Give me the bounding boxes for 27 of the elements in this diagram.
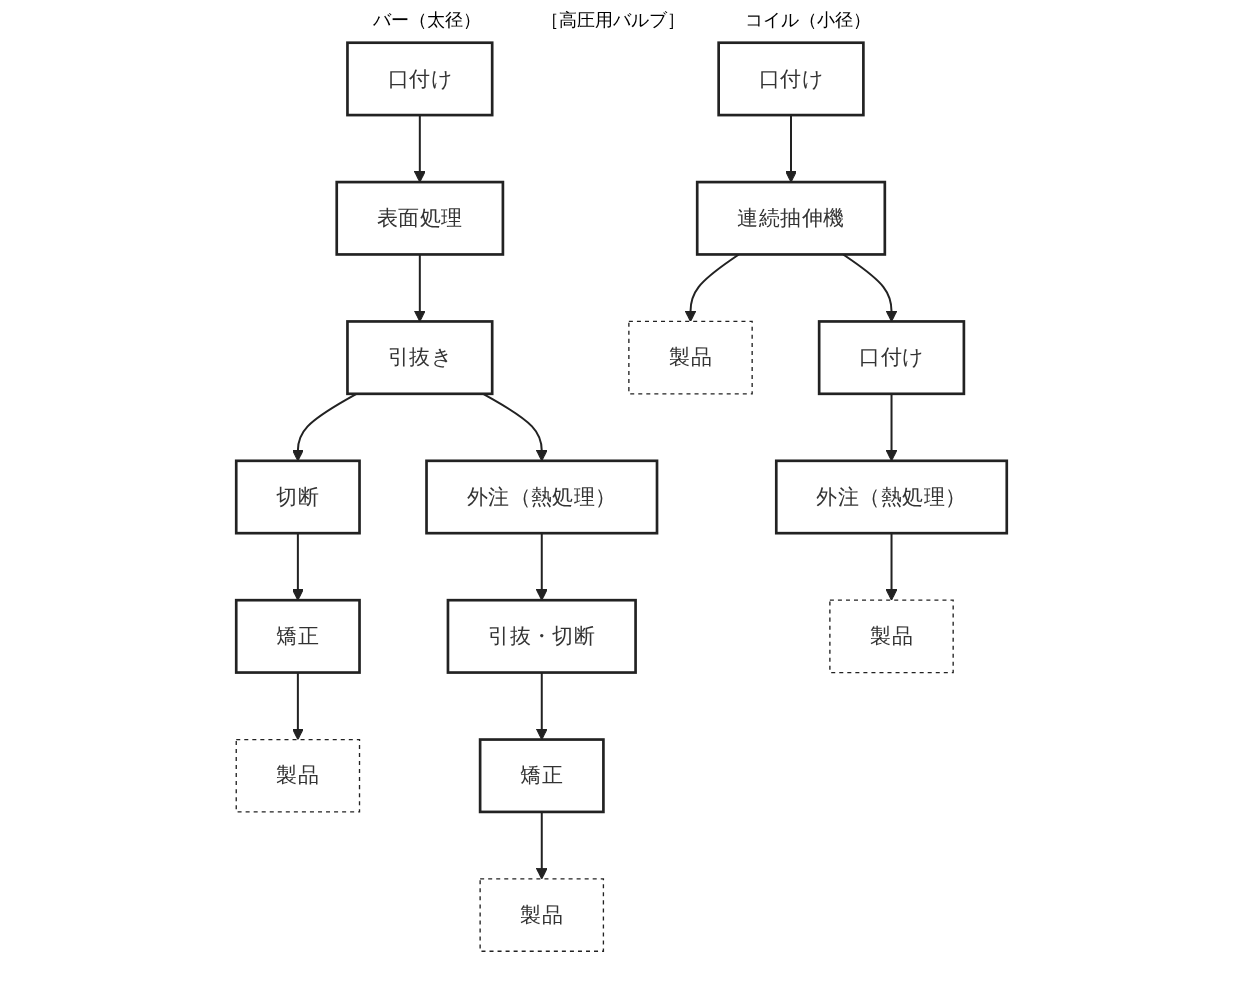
column-heading: コイル（小径）	[744, 8, 871, 32]
node-box: 矯正	[478, 738, 605, 814]
node-box: 外注（熱処理）	[425, 459, 659, 535]
node-box: 引抜き	[346, 320, 494, 396]
arrow	[885, 533, 898, 601]
node-box: 製品	[628, 320, 753, 395]
node-box: 製品	[235, 738, 361, 813]
arrow	[785, 115, 797, 183]
arrow	[535, 533, 548, 601]
node-box: 製品	[829, 599, 954, 674]
node-box: 口付け	[817, 320, 966, 396]
node-box: 外注（熱処理）	[774, 459, 1009, 535]
node-box: 口付け	[346, 41, 494, 117]
arrow	[292, 533, 304, 601]
node-box: 口付け	[717, 41, 865, 117]
node-box: 製品	[479, 878, 605, 952]
arrow	[413, 115, 426, 183]
node-box: 引抜・切断	[446, 598, 637, 674]
node-box: 矯正	[234, 598, 361, 674]
column-heading: ［高圧用バルブ］	[540, 8, 685, 32]
arrow	[413, 254, 426, 322]
node-box: 切断	[234, 459, 361, 535]
arrow	[535, 811, 548, 880]
node-box: 連続抽伸機	[695, 180, 887, 256]
node-box: 表面処理	[335, 180, 505, 256]
column-heading: バー（太径）	[372, 8, 481, 32]
arrow	[292, 672, 304, 741]
